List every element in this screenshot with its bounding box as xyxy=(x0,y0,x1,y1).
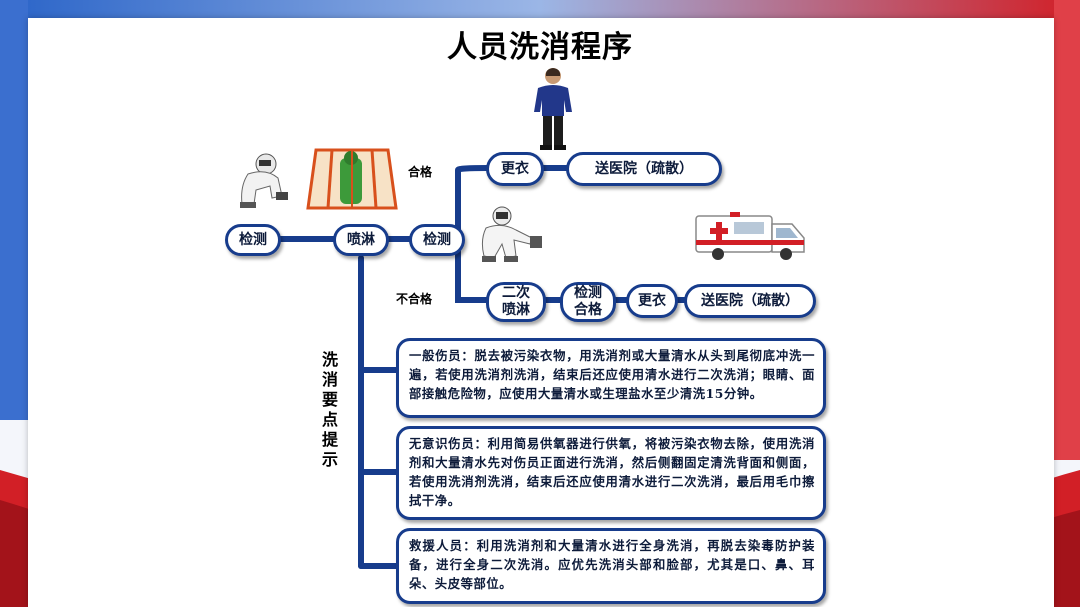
node-hospital-1: 送医院（疏散） xyxy=(566,152,722,186)
ambulance-icon xyxy=(695,212,805,260)
connector-fail-branch xyxy=(455,236,491,304)
branch-label-pass: 合格 xyxy=(408,165,433,179)
node-detect-3: 检测合格 xyxy=(560,282,616,322)
node-detect-1: 检测 xyxy=(225,224,281,256)
connector-pass-branch xyxy=(455,165,491,242)
page-title: 人员洗消程序 xyxy=(447,30,633,65)
node-shower-2: 二次喷淋 xyxy=(486,282,546,322)
node-hospital-2: 送医院（疏散） xyxy=(684,284,816,318)
node-change-1: 更衣 xyxy=(486,152,544,186)
side-label: 洗消要点提示 xyxy=(321,350,338,469)
note-unconscious-casualty: 无意识伤员：利用简易供氧器进行供氧，将被污染衣物去除，使用洗消剂和大量清水先对伤… xyxy=(396,426,826,520)
node-shower: 喷淋 xyxy=(333,224,389,256)
branch-label-fail: 不合格 xyxy=(396,292,433,306)
hazmat-rescuer-icon xyxy=(481,206,542,262)
person-icon xyxy=(534,68,572,150)
note-rescue-personnel: 救援人员：利用洗消剂和大量清水进行全身洗消，再脱去染毒防护装备，进行全身二次洗消… xyxy=(396,528,826,604)
hazmat-worker-icon xyxy=(240,153,288,208)
node-detect-2: 检测 xyxy=(409,224,465,256)
node-change-2: 更衣 xyxy=(626,284,678,318)
note-general-casualty: 一般伤员：脱去被污染衣物，用洗消剂或大量清水从头到尾彻底冲洗一遍，若使用洗消剂洗… xyxy=(396,338,826,418)
shower-tent-icon xyxy=(306,148,398,210)
